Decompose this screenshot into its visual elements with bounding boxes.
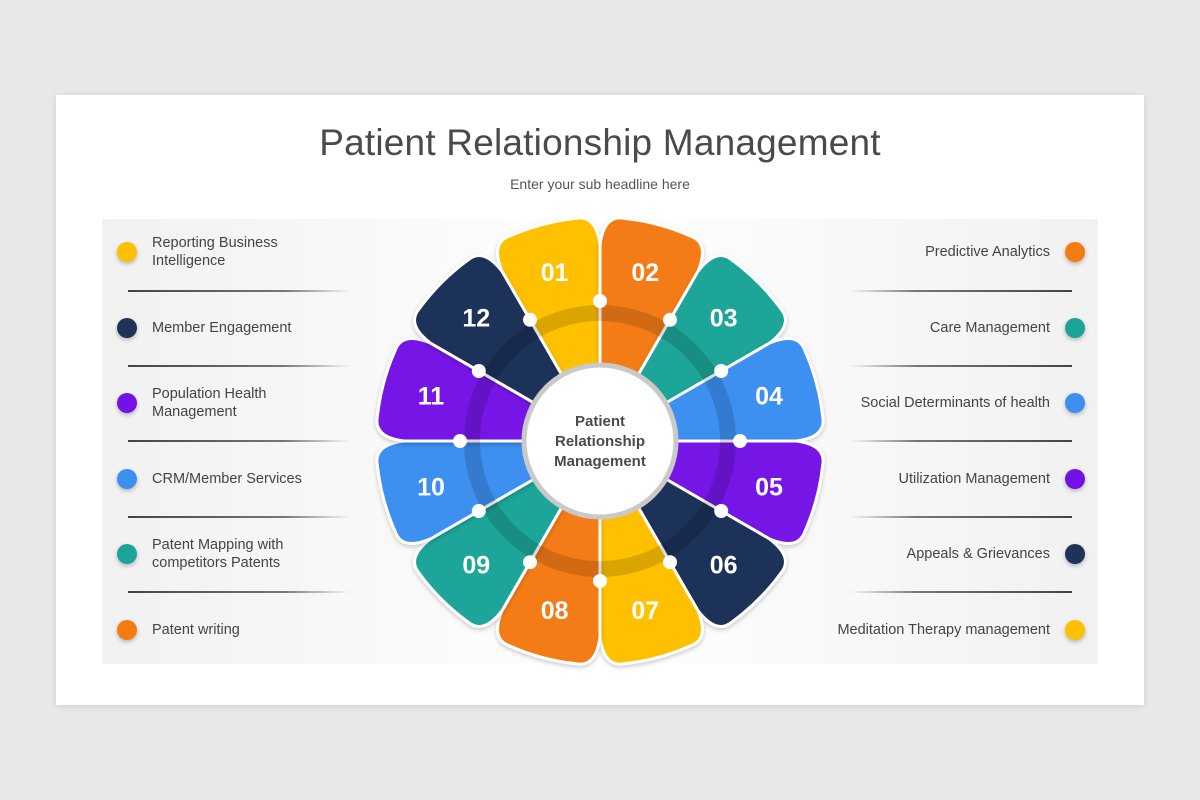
right-item-4: Utilization Management bbox=[820, 459, 1085, 499]
right-item-6-label: Meditation Therapy management bbox=[837, 622, 1050, 638]
page-subtitle: Enter your sub headline here bbox=[510, 176, 690, 192]
right-item-5: Appeals & Grievances bbox=[820, 534, 1085, 574]
left-separator-2 bbox=[128, 365, 350, 367]
left-item-1: Reporting Business Intelligence bbox=[117, 232, 357, 272]
right-item-1-label: Predictive Analytics bbox=[925, 244, 1050, 260]
segment-05-number: 05 bbox=[755, 473, 783, 501]
segment-07-number: 07 bbox=[631, 597, 659, 625]
right-separator-5 bbox=[850, 591, 1072, 593]
left-separator-5 bbox=[128, 591, 350, 593]
connector-dot bbox=[733, 434, 747, 448]
connector-dot bbox=[471, 364, 486, 378]
right-separator-1 bbox=[850, 290, 1072, 292]
left-item-1-dot bbox=[117, 242, 137, 262]
left-item-3-label: Population Health Management bbox=[152, 386, 267, 420]
segment-10-number: 10 bbox=[417, 473, 445, 501]
right-separator-4 bbox=[850, 516, 1072, 518]
left-item-6-label: Patent writing bbox=[152, 622, 240, 638]
left-item-3: Population Health Management bbox=[117, 383, 357, 423]
right-item-5-label: Appeals & Grievances bbox=[906, 546, 1050, 562]
left-item-4-label: CRM/Member Services bbox=[152, 471, 302, 487]
connector-dot bbox=[663, 312, 677, 327]
segment-08-number: 08 bbox=[541, 597, 569, 625]
left-item-5-label: Patent Mapping with competitors Patents bbox=[152, 537, 284, 571]
left-item-4-dot bbox=[117, 469, 137, 489]
segment-04-number: 04 bbox=[755, 383, 783, 411]
connector-dot bbox=[663, 555, 677, 570]
left-item-1-label: Reporting Business Intelligence bbox=[152, 235, 278, 269]
segment-03-number: 03 bbox=[710, 304, 738, 332]
right-item-2-label: Care Management bbox=[929, 320, 1050, 336]
right-item-3-dot bbox=[1065, 393, 1085, 413]
segment-01-number: 01 bbox=[541, 259, 569, 287]
right-item-5-dot bbox=[1065, 544, 1085, 564]
right-item-6-dot bbox=[1065, 620, 1085, 640]
left-separator-1 bbox=[128, 290, 350, 292]
right-item-1: Predictive Analytics bbox=[820, 232, 1085, 272]
left-item-5: Patent Mapping with competitors Patents bbox=[117, 534, 357, 574]
connector-dot bbox=[593, 294, 607, 308]
right-item-4-dot bbox=[1065, 469, 1085, 489]
left-item-3-dot bbox=[117, 393, 137, 413]
left-separator-4 bbox=[128, 516, 350, 518]
connector-dot bbox=[471, 504, 486, 518]
segment-12-number: 12 bbox=[462, 304, 490, 332]
right-item-6: Meditation Therapy management bbox=[820, 610, 1085, 650]
connector-dot bbox=[714, 504, 729, 518]
connector-dot bbox=[523, 312, 537, 327]
left-item-2-dot bbox=[117, 318, 137, 338]
left-item-4: CRM/Member Services bbox=[117, 459, 357, 499]
segment-02-number: 02 bbox=[631, 259, 659, 287]
segment-06-number: 06 bbox=[710, 552, 738, 580]
right-item-3: Social Determinants of health bbox=[820, 383, 1085, 423]
right-item-3-label: Social Determinants of health bbox=[860, 395, 1050, 411]
left-item-5-dot bbox=[117, 544, 137, 564]
right-item-1-dot bbox=[1065, 242, 1085, 262]
page-title: Patient Relationship Management bbox=[319, 122, 881, 163]
left-separator-3 bbox=[128, 440, 350, 442]
inner-ring-shade bbox=[464, 305, 736, 577]
segment-11-number: 11 bbox=[418, 383, 445, 411]
right-separator-2 bbox=[850, 365, 1072, 367]
left-item-2: Member Engagement bbox=[117, 308, 357, 348]
connector-dot bbox=[593, 574, 607, 588]
segment-09-number: 09 bbox=[462, 552, 490, 580]
left-item-2-label: Member Engagement bbox=[152, 320, 292, 336]
connector-dot bbox=[453, 434, 467, 448]
connector-dot bbox=[523, 555, 537, 570]
right-item-2-dot bbox=[1065, 318, 1085, 338]
left-item-6-dot bbox=[117, 620, 137, 640]
right-item-4-label: Utilization Management bbox=[898, 471, 1050, 487]
right-item-2: Care Management bbox=[820, 308, 1085, 348]
connector-dot bbox=[714, 364, 729, 378]
center-label: Patient Relationship Management bbox=[554, 413, 646, 470]
left-item-6: Patent writing bbox=[117, 610, 357, 650]
center-hub bbox=[521, 362, 679, 520]
right-separator-3 bbox=[850, 440, 1072, 442]
